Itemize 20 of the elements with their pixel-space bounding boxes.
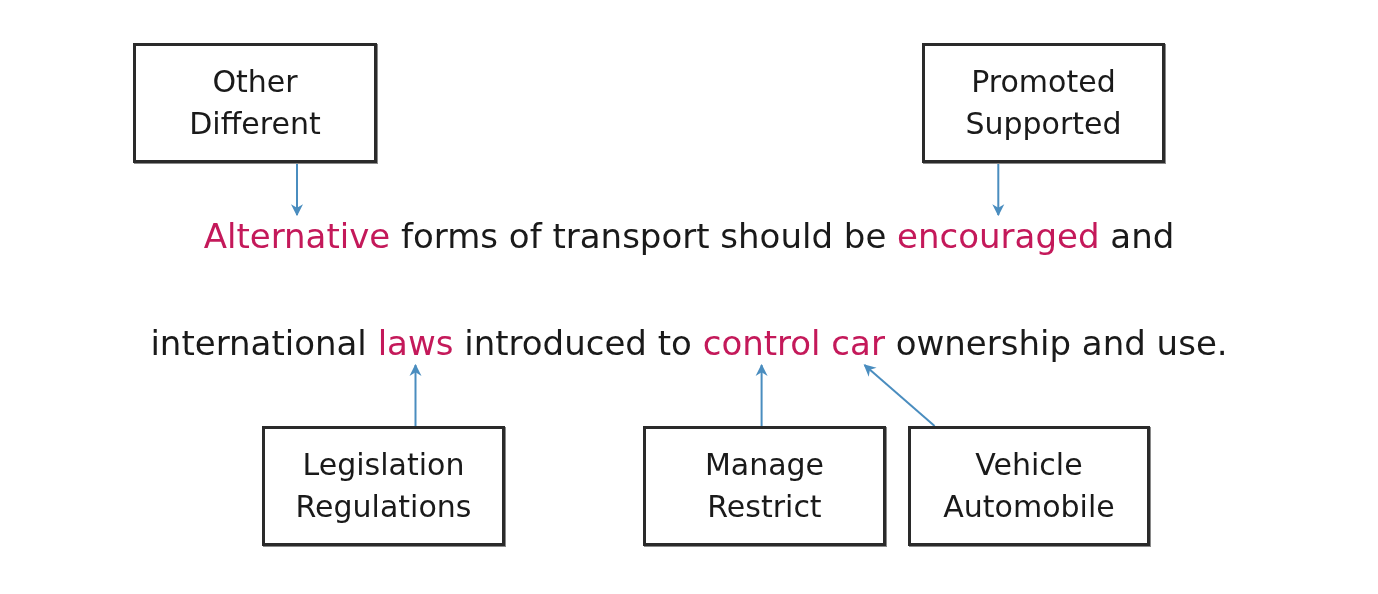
sentence-text: international <box>150 324 367 364</box>
highlighted-word: control <box>702 324 821 364</box>
sentence-text: ownership and use. <box>895 324 1228 364</box>
sentence-text: forms of transport should be <box>401 217 887 257</box>
arrow <box>755 363 768 427</box>
arrow <box>863 364 936 427</box>
synonym-box: Other Different <box>133 43 377 163</box>
highlighted-word: car <box>831 324 885 364</box>
synonym-box: Manage Restrict <box>643 426 886 546</box>
sentence-text: and <box>1110 217 1175 257</box>
synonym-box: Legislation Regulations <box>262 426 505 546</box>
highlighted-word: encouraged <box>897 217 1100 257</box>
synonym-box: Promoted Supported <box>922 43 1165 163</box>
arrow <box>291 162 303 217</box>
sentence-text: introduced to <box>464 324 692 364</box>
highlighted-word: laws <box>377 324 454 364</box>
arrow <box>409 363 422 427</box>
arrow <box>992 162 1005 217</box>
highlighted-word: Alternative <box>203 217 391 257</box>
synonym-box: Vehicle Automobile <box>908 426 1150 546</box>
